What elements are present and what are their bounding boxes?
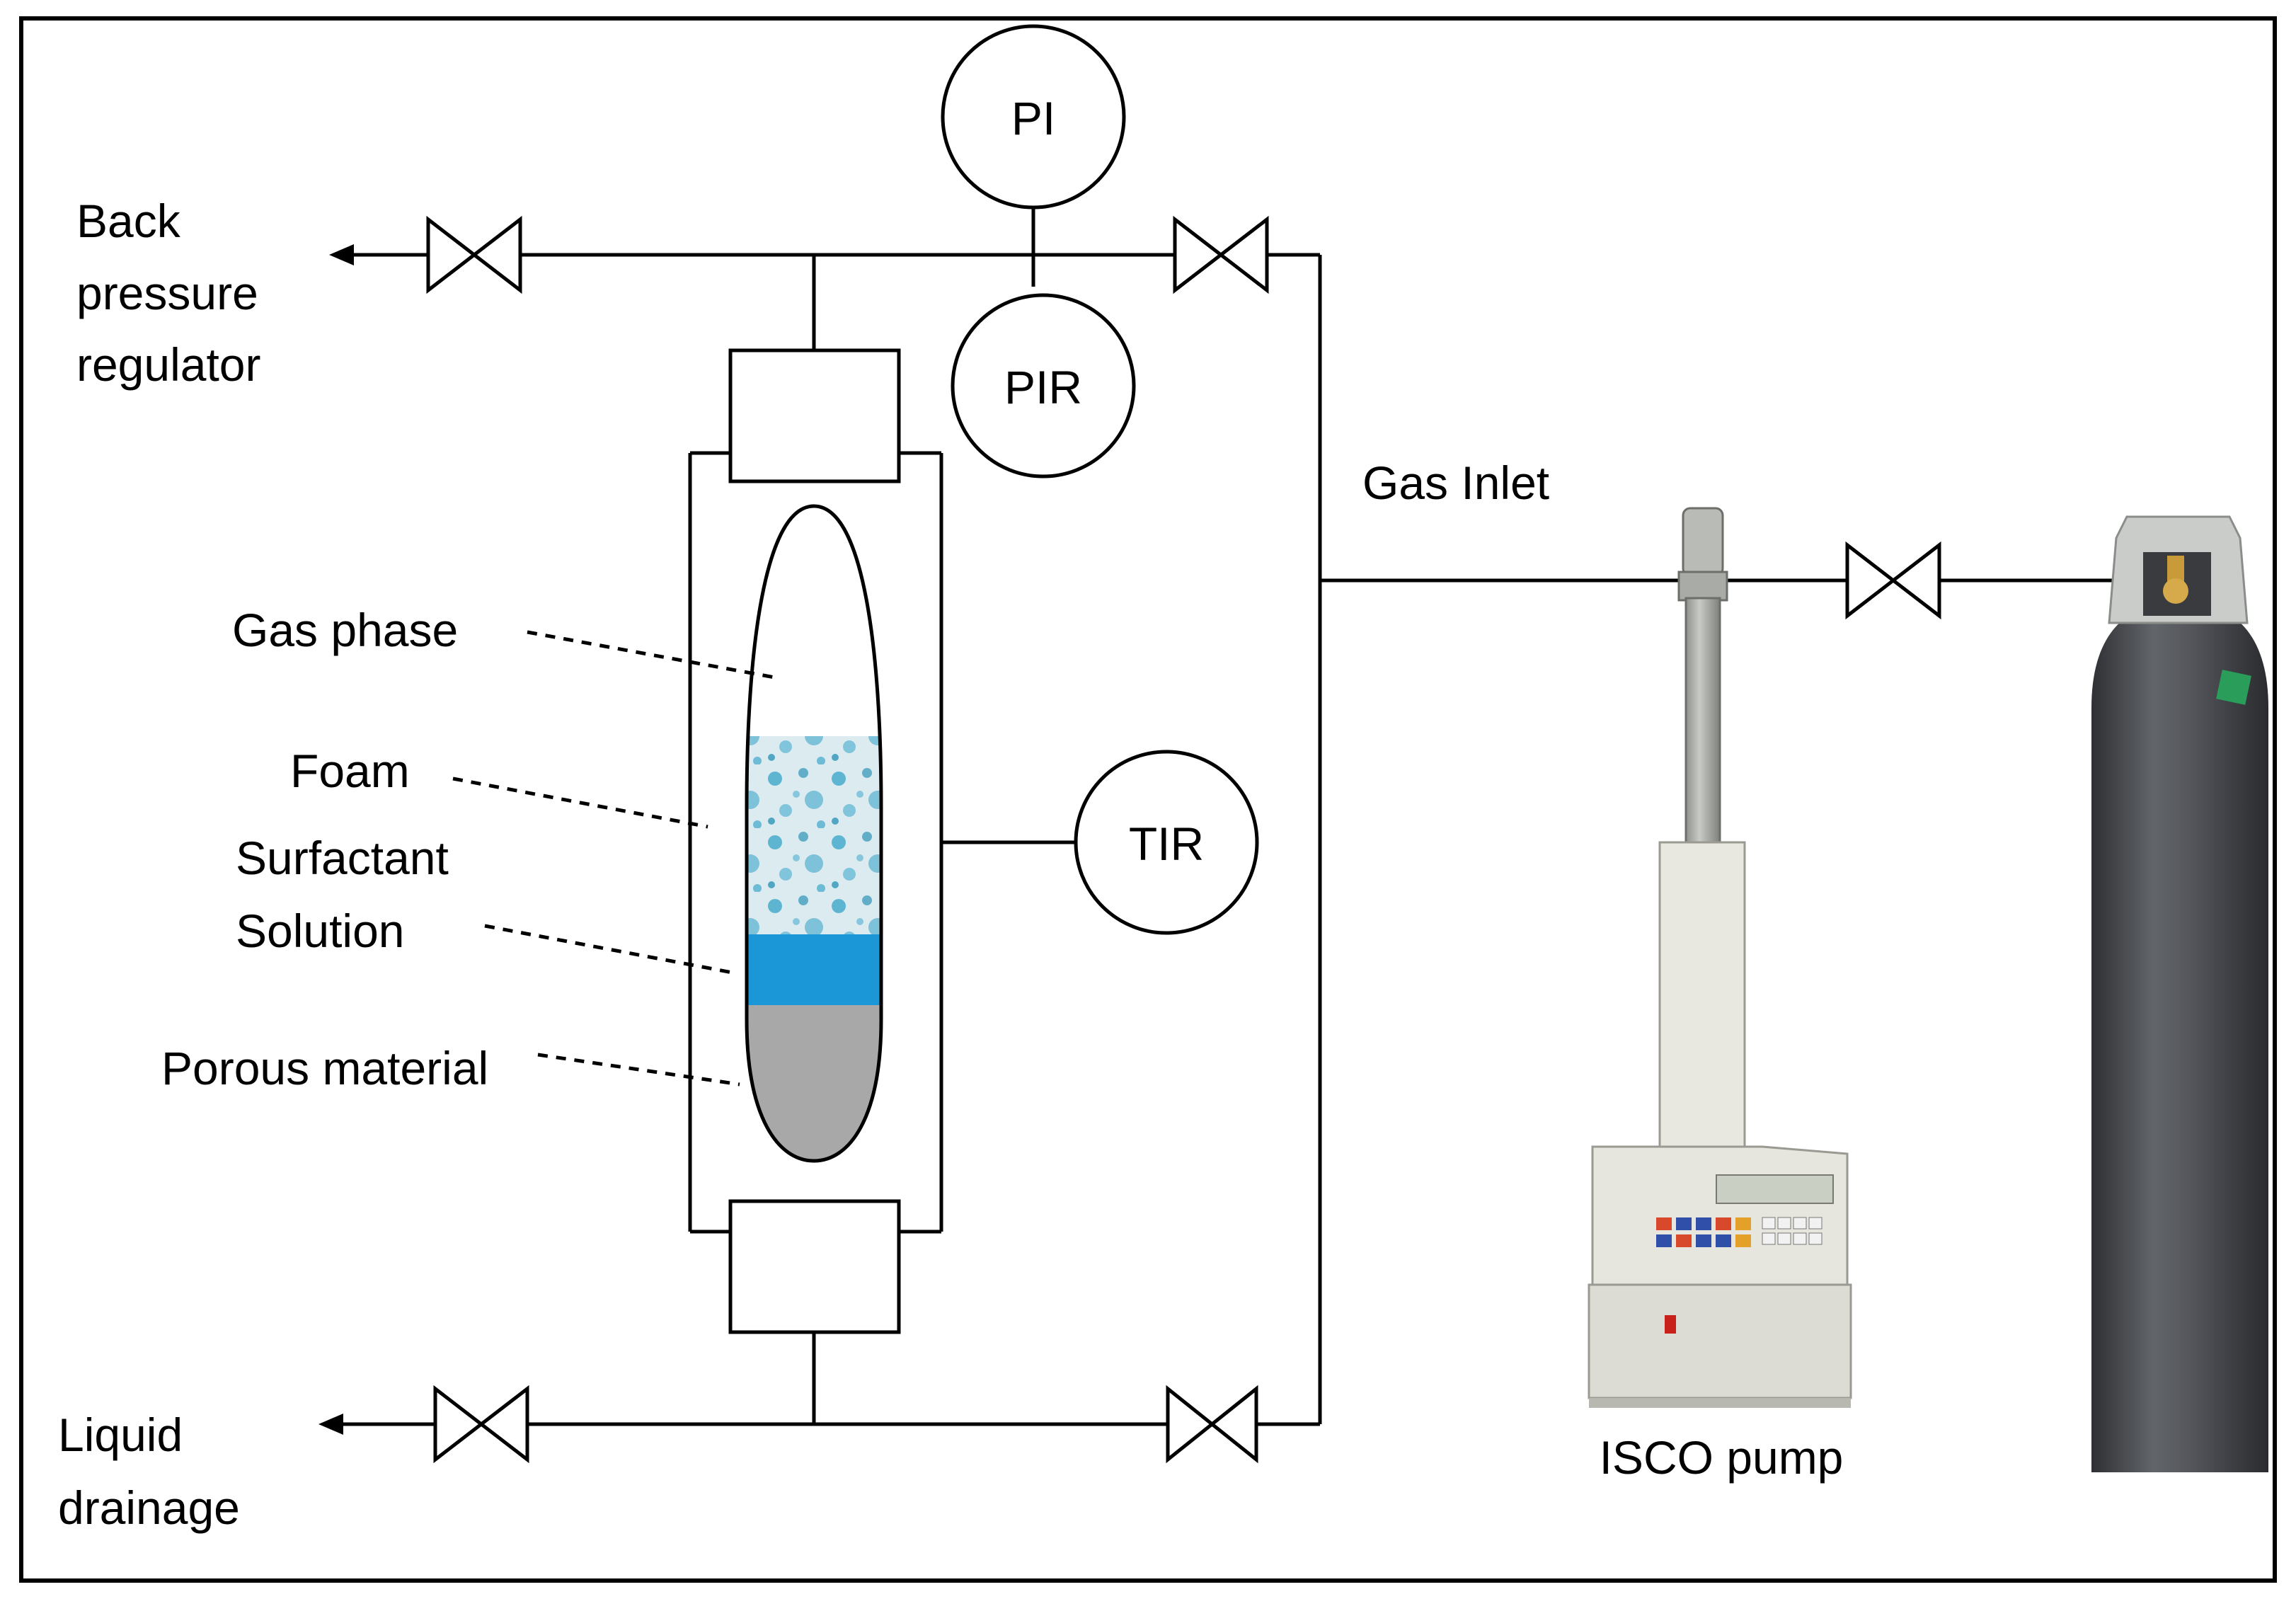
pir-label: PIR [1004, 361, 1082, 413]
liquid-drainage-label-line2: drainage [58, 1481, 240, 1534]
gas-phase-label: Gas phase [232, 604, 458, 656]
bottom-cap [728, 1199, 901, 1334]
drainage-arrow-icon [318, 1414, 343, 1435]
tir-label: TIR [1129, 818, 1204, 870]
porous-material-layer [747, 1005, 881, 1161]
figure-border [19, 16, 2277, 1583]
liquid-drainage-label-line1: Liquid [58, 1409, 183, 1461]
top-pipe [329, 244, 1322, 1424]
valve-bottom-left [433, 1385, 529, 1464]
back-pressure-label-line2: pressure [76, 267, 258, 319]
surfactant-label-line2: Solution [236, 905, 405, 957]
foam-label: Foam [290, 745, 410, 797]
isco-pump-icon [1588, 507, 1852, 1408]
pi-label: PI [1011, 92, 1055, 144]
outlet-arrow-icon [329, 244, 354, 265]
back-pressure-label-line3: regulator [76, 338, 261, 391]
surfactant-label-line1: Surfactant [236, 832, 449, 884]
bottom-pipe [318, 1414, 1320, 1435]
sample-column [747, 736, 881, 1161]
gas-cylinder-icon [2091, 515, 2268, 1472]
tir-instrument [1074, 750, 1259, 935]
valve-bottom-right [1166, 1385, 1258, 1464]
surfactant-leader [484, 924, 737, 975]
valve-gas-inlet [1845, 541, 1941, 620]
porous-material-label: Porous material [161, 1042, 488, 1094]
foam-leader [452, 776, 708, 829]
back-pressure-label-line1: Back [76, 195, 181, 247]
pir-instrument [951, 293, 1136, 478]
porous-material-leader [537, 1053, 740, 1087]
surfactant-solution-layer [747, 934, 881, 1005]
top-cap [728, 348, 901, 483]
valve-top-right [1173, 215, 1269, 294]
gas-phase-leader [527, 630, 779, 680]
gas-inlet-label: Gas Inlet [1362, 457, 1549, 509]
isco-pump-label: ISCO pump [1600, 1431, 1844, 1484]
valve-top-left [426, 215, 522, 294]
pi-instrument [941, 24, 1126, 210]
